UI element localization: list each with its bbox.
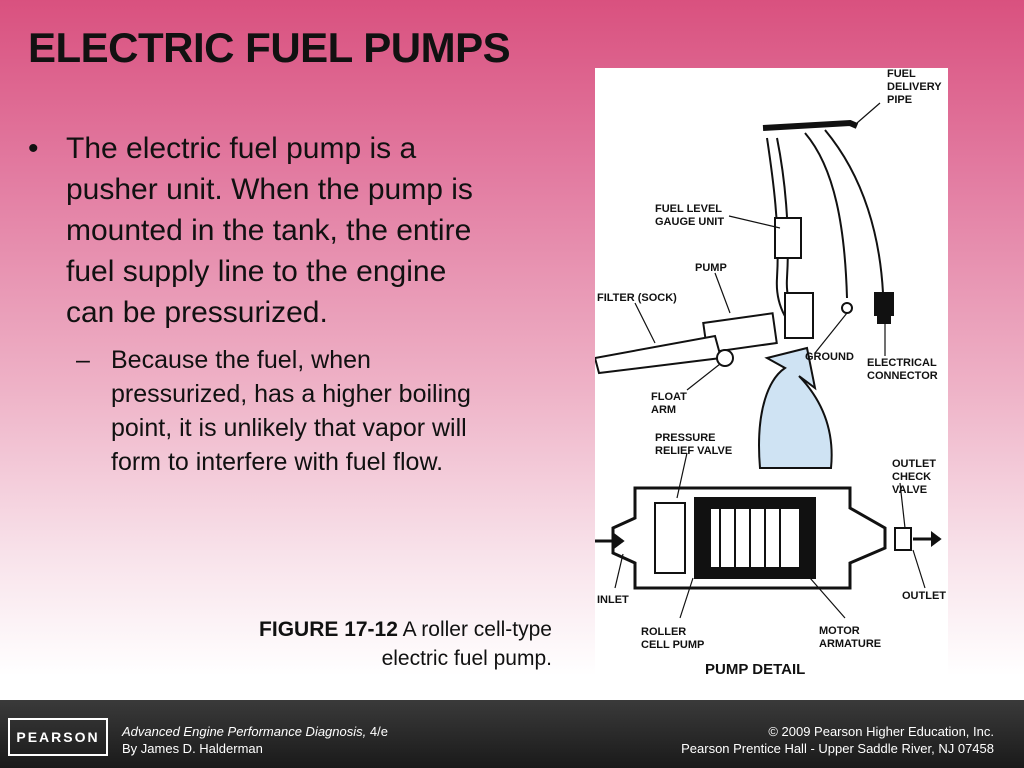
label-check-2: CHECK [892,471,931,483]
label-electrical-1: ELECTRICAL [867,357,937,369]
footer-author: By James D. Halderman [122,741,263,756]
label-relief-2: RELIEF VALVE [655,445,732,457]
footer-copyright: © 2009 Pearson Higher Education, Inc. [768,724,994,739]
footer-bar: PEARSON Advanced Engine Performance Diag… [0,700,1024,768]
label-roller-2: CELL PUMP [641,639,704,651]
diagram-labels: FUEL DELIVERY PIPE FUEL LEVEL GAUGE UNIT… [597,68,946,678]
label-gauge-2: GAUGE UNIT [655,216,724,228]
label-check-1: OUTLET [892,458,936,470]
sub-bullet-text: Because the fuel, when pressurized, has … [111,346,471,476]
label-fuel-delivery-3: PIPE [887,94,912,106]
footer-book-info: Advanced Engine Performance Diagnosis, 4… [122,723,388,757]
caption-text: A roller cell-type electric fuel pump. [381,618,552,670]
label-float-2: ARM [651,404,676,416]
ground-terminal [841,302,853,314]
diagram-svg: FUEL DELIVERY PIPE FUEL LEVEL GAUGE UNIT… [595,68,946,678]
bullet-item: • The electric fuel pump is a pusher uni… [28,128,488,333]
footer-publisher: Pearson Prentice Hall - Upper Saddle Riv… [681,741,994,756]
label-motor-1: MOTOR [819,625,860,637]
label-fuel-delivery-1: FUEL [887,68,916,80]
label-motor-2: ARMATURE [819,638,881,650]
label-outlet: OUTLET [902,590,946,602]
book-title: Advanced Engine Performance Diagnosis, [122,724,367,739]
label-fuel-delivery-2: DELIVERY [887,81,942,93]
label-float-1: FLOAT [651,391,687,403]
delivery-pipe-assembly [762,119,884,339]
book-edition: 4/e [366,724,388,739]
detail-arrow [758,346,833,469]
label-relief-1: PRESSURE [655,432,716,444]
figure-number: FIGURE 17-12 [259,618,398,641]
label-electrical-2: CONNECTOR [867,370,938,382]
slide-title: ELECTRIC FUEL PUMPS [28,24,511,71]
footer-title-line: Advanced Engine Performance Diagnosis, 4… [122,723,388,740]
label-pump: PUMP [695,262,727,274]
label-gauge-1: FUEL LEVEL [655,203,722,215]
label-pump-detail: PUMP DETAIL [705,661,805,678]
sub-bullet-item: – Because the fuel, when pressurized, ha… [28,343,488,479]
bullet-marker: • [28,132,39,165]
label-roller-1: ROLLER [641,626,686,638]
footer-copyright-info: © 2009 Pearson Higher Education, Inc. Pe… [681,723,994,757]
bullet-list: • The electric fuel pump is a pusher uni… [28,128,488,479]
sub-bullet-marker: – [76,346,90,374]
pump-detail-body [595,486,942,590]
pump-and-filter [595,312,778,375]
pearson-logo: PEARSON [8,718,108,756]
bullet-text: The electric fuel pump is a pusher unit.… [66,132,473,329]
label-filter: FILTER (SOCK) [597,292,677,304]
leader-lines [614,102,926,619]
label-ground: GROUND [805,351,854,363]
figure-caption: FIGURE 17-12 A roller cell-type electric… [232,615,552,673]
fuel-pump-diagram: FUEL DELIVERY PIPE FUEL LEVEL GAUGE UNIT… [595,68,948,690]
label-inlet: INLET [597,594,629,606]
label-check-3: VALVE [892,484,927,496]
electrical-connector [874,292,894,324]
